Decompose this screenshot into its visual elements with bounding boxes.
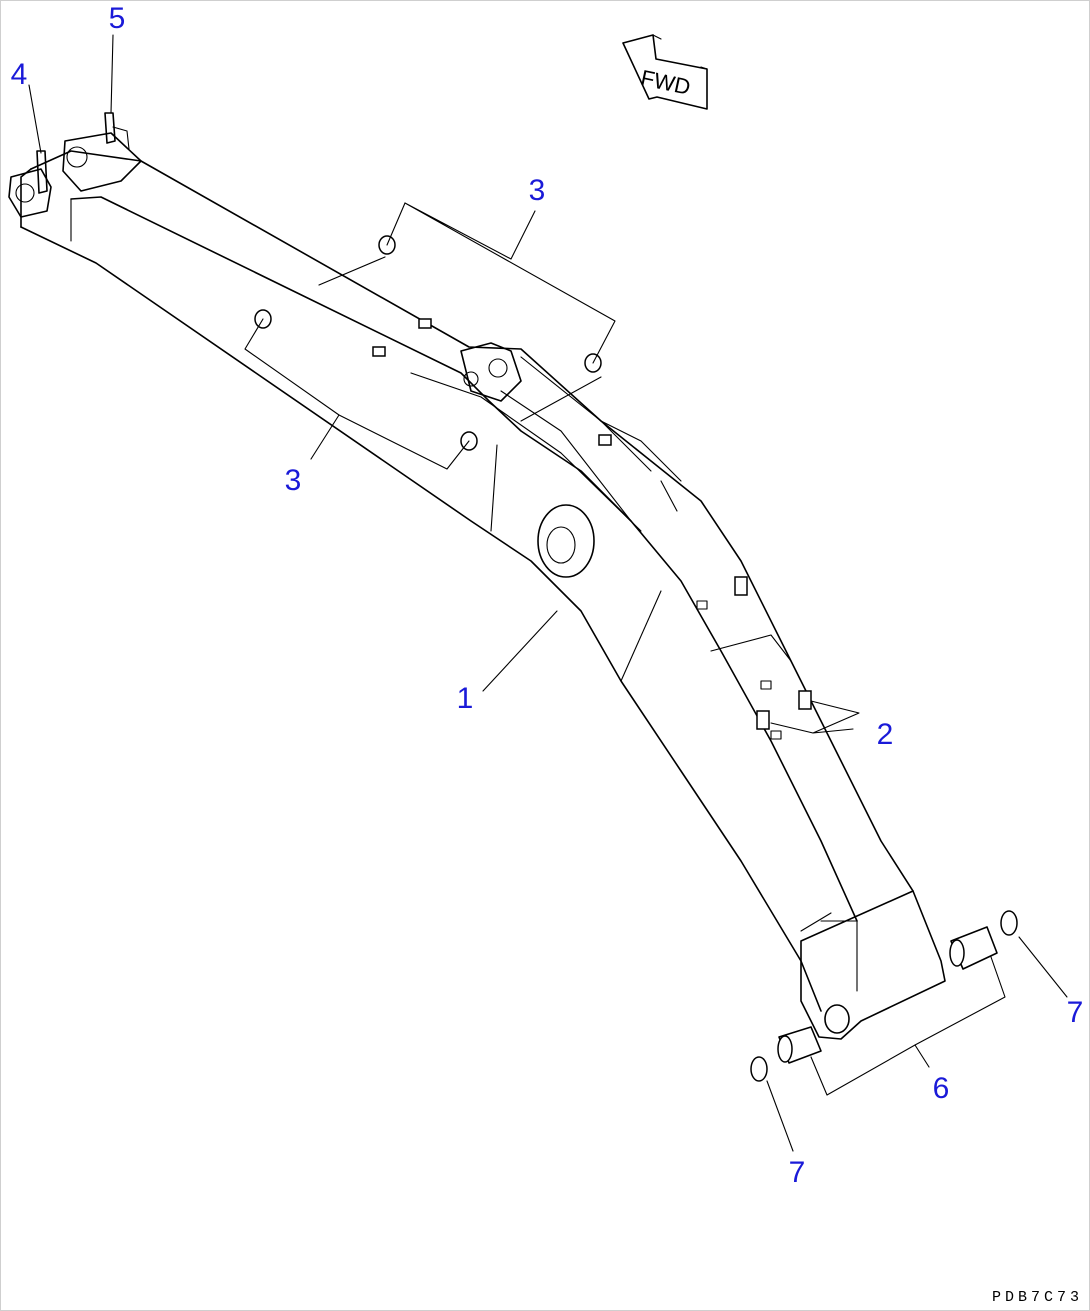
callout-6: 6 <box>932 1072 950 1105</box>
callout-1: 1 <box>456 682 474 715</box>
callout-7-bottom: 7 <box>788 1156 806 1189</box>
hose-clamps <box>598 434 812 740</box>
grease-fittings <box>254 235 602 451</box>
forward-direction-marker: FWD <box>622 34 708 110</box>
leader-lines <box>28 34 1068 1152</box>
boom-body <box>8 132 946 1040</box>
bushings-and-seals <box>750 910 1018 1082</box>
callout-3-bottom: 3 <box>284 464 302 497</box>
callout-4: 4 <box>10 58 28 91</box>
callout-5: 5 <box>108 2 126 35</box>
callout-3-top: 3 <box>528 174 546 207</box>
drawing-code: PDB7C73 <box>991 1289 1083 1306</box>
head-brackets <box>36 112 130 194</box>
callout-7-right: 7 <box>1066 996 1084 1029</box>
callout-2: 2 <box>876 718 894 751</box>
